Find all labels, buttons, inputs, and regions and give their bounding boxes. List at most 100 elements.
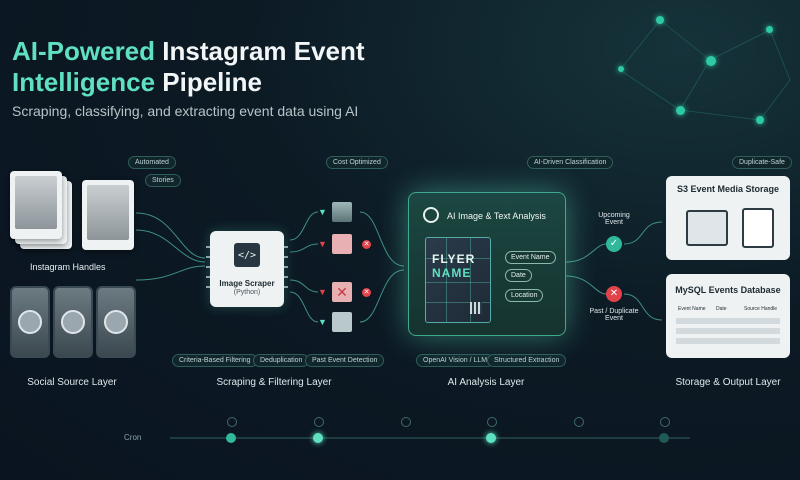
scan-grid: [426, 258, 490, 259]
chip-pin: [284, 286, 288, 288]
instagram-post-card: [82, 180, 134, 250]
pill-automated: Automated: [128, 156, 176, 169]
funnel-icon: ▼: [318, 317, 327, 327]
chip-pin: [206, 246, 210, 248]
layer-label-source: Social Source Layer: [27, 377, 117, 388]
page-subtitle: Scraping, classifying, and extracting ev…: [12, 103, 359, 119]
past-duplicate-event-label: Past / Duplicate Event: [589, 308, 639, 322]
chip-pin: [206, 286, 210, 288]
title-highlight: Intelligence: [12, 67, 156, 97]
chip-pin: [284, 256, 288, 258]
db-column-header: Date: [716, 306, 727, 312]
clock-icon: [660, 417, 670, 427]
x-icon: ✕: [362, 240, 371, 249]
db-column-header: Event Name: [678, 306, 706, 312]
image-icon: [15, 176, 57, 229]
scan-grid: [426, 302, 490, 303]
db-title: MySQL Events Database: [675, 285, 781, 295]
check-icon: [226, 433, 236, 443]
title-highlight: AI-Powered: [12, 36, 156, 66]
s3-storage-box: S3 Event Media Storage: [666, 176, 790, 260]
layer-label-ai: AI Analysis Layer: [447, 377, 525, 388]
chip-pin: [206, 276, 210, 278]
clock-icon: [401, 417, 411, 427]
chip-pin: [206, 266, 210, 268]
tag-location: Location: [505, 289, 544, 302]
story-phone: [53, 286, 93, 358]
network-node: [656, 16, 664, 24]
network-node: [766, 26, 773, 33]
tag-event-name: Event Name: [505, 251, 556, 264]
image-thumbnail: [332, 202, 352, 222]
table-row: [676, 338, 780, 344]
funnel-icon: ▼: [318, 207, 327, 217]
network-node: [756, 116, 764, 124]
story-avatar-icon: [61, 310, 85, 334]
openai-logo-icon: [423, 207, 439, 223]
pill-structured-extraction: Structured Extraction: [487, 354, 567, 367]
funnel-icon: ▼: [318, 287, 327, 297]
scan-grid: [470, 238, 471, 322]
clock-icon: [574, 417, 584, 427]
instagram-handles-label: Instagram Handles: [30, 262, 106, 272]
s3-title: S3 Event Media Storage: [676, 184, 780, 194]
pill-stories: Stories: [145, 174, 181, 187]
image-thumbnail: [332, 312, 352, 332]
cron-timeline: [170, 437, 690, 439]
qr-code-icon: [470, 302, 482, 314]
pill-past-event-detection: Past Event Detection: [305, 354, 385, 367]
flyer-heading: FLYER: [432, 252, 476, 266]
chip-pin: [206, 256, 210, 258]
chip-pin: [284, 276, 288, 278]
story-phone: [96, 286, 136, 358]
clock-icon: [227, 417, 237, 427]
clock-icon: [487, 417, 497, 427]
scan-grid: [426, 282, 490, 283]
network-node: [676, 106, 685, 115]
layer-label-storage: Storage & Output Layer: [675, 377, 781, 388]
image-thumbnail: [332, 234, 352, 254]
ai-analysis-panel: AI Image & Text Analysis FLYER NAME Even…: [408, 192, 566, 336]
pill-criteria-filtering: Criteria-Based Filtering: [172, 354, 258, 367]
pill-ai-driven-classification: AI-Driven Classification: [527, 156, 614, 169]
pill-deduplication: Deduplication: [253, 354, 310, 367]
mysql-database-box: MySQL Events Database Event Name Date So…: [666, 274, 790, 358]
db-column-header: Source Handle: [744, 306, 778, 312]
chip-pin: [284, 246, 288, 248]
pill-cost-optimized: Cost Optimized: [326, 156, 388, 169]
title-text: Instagram Event: [155, 36, 365, 66]
network-node: [618, 66, 624, 72]
check-icon: ✓: [606, 236, 622, 252]
check-icon: [313, 433, 323, 443]
page-title: AI-Powered Instagram Event Intelligence …: [12, 36, 365, 98]
table-row: [676, 318, 780, 324]
upcoming-event-label: Upcoming Event: [598, 212, 630, 226]
check-icon: [659, 433, 669, 443]
instagram-post-card: [10, 171, 62, 239]
image-icon: [87, 185, 129, 240]
image-scraper-chip: </> Image Scraper (Python): [210, 231, 284, 307]
story-avatar-icon: [18, 310, 42, 334]
flyer-heading: NAME: [432, 266, 472, 280]
check-icon: [486, 433, 496, 443]
story-avatar-icon: [104, 310, 128, 334]
network-decoration: [619, 19, 791, 121]
layer-label-scraping: Scraping & Filtering Layer: [216, 377, 332, 388]
network-node: [706, 56, 716, 66]
x-icon: ✕: [606, 286, 622, 302]
pill-openai-vision: OpenAI Vision / LLM: [416, 354, 495, 367]
event-flyer: FLYER NAME: [425, 237, 491, 323]
scan-grid: [446, 238, 447, 322]
image-stack-icon: [686, 210, 728, 246]
clock-icon: [314, 417, 324, 427]
cron-label: Cron: [124, 433, 142, 442]
tag-date: Date: [505, 269, 532, 282]
ai-panel-title: AI Image & Text Analysis: [447, 211, 546, 221]
chip-pin: [284, 266, 288, 268]
scraper-title: Image Scraper: [219, 279, 275, 288]
title-text: Pipeline: [155, 67, 262, 97]
x-icon: ✕: [362, 288, 371, 297]
story-phone: [10, 286, 50, 358]
funnel-icon: ▼: [318, 239, 327, 249]
